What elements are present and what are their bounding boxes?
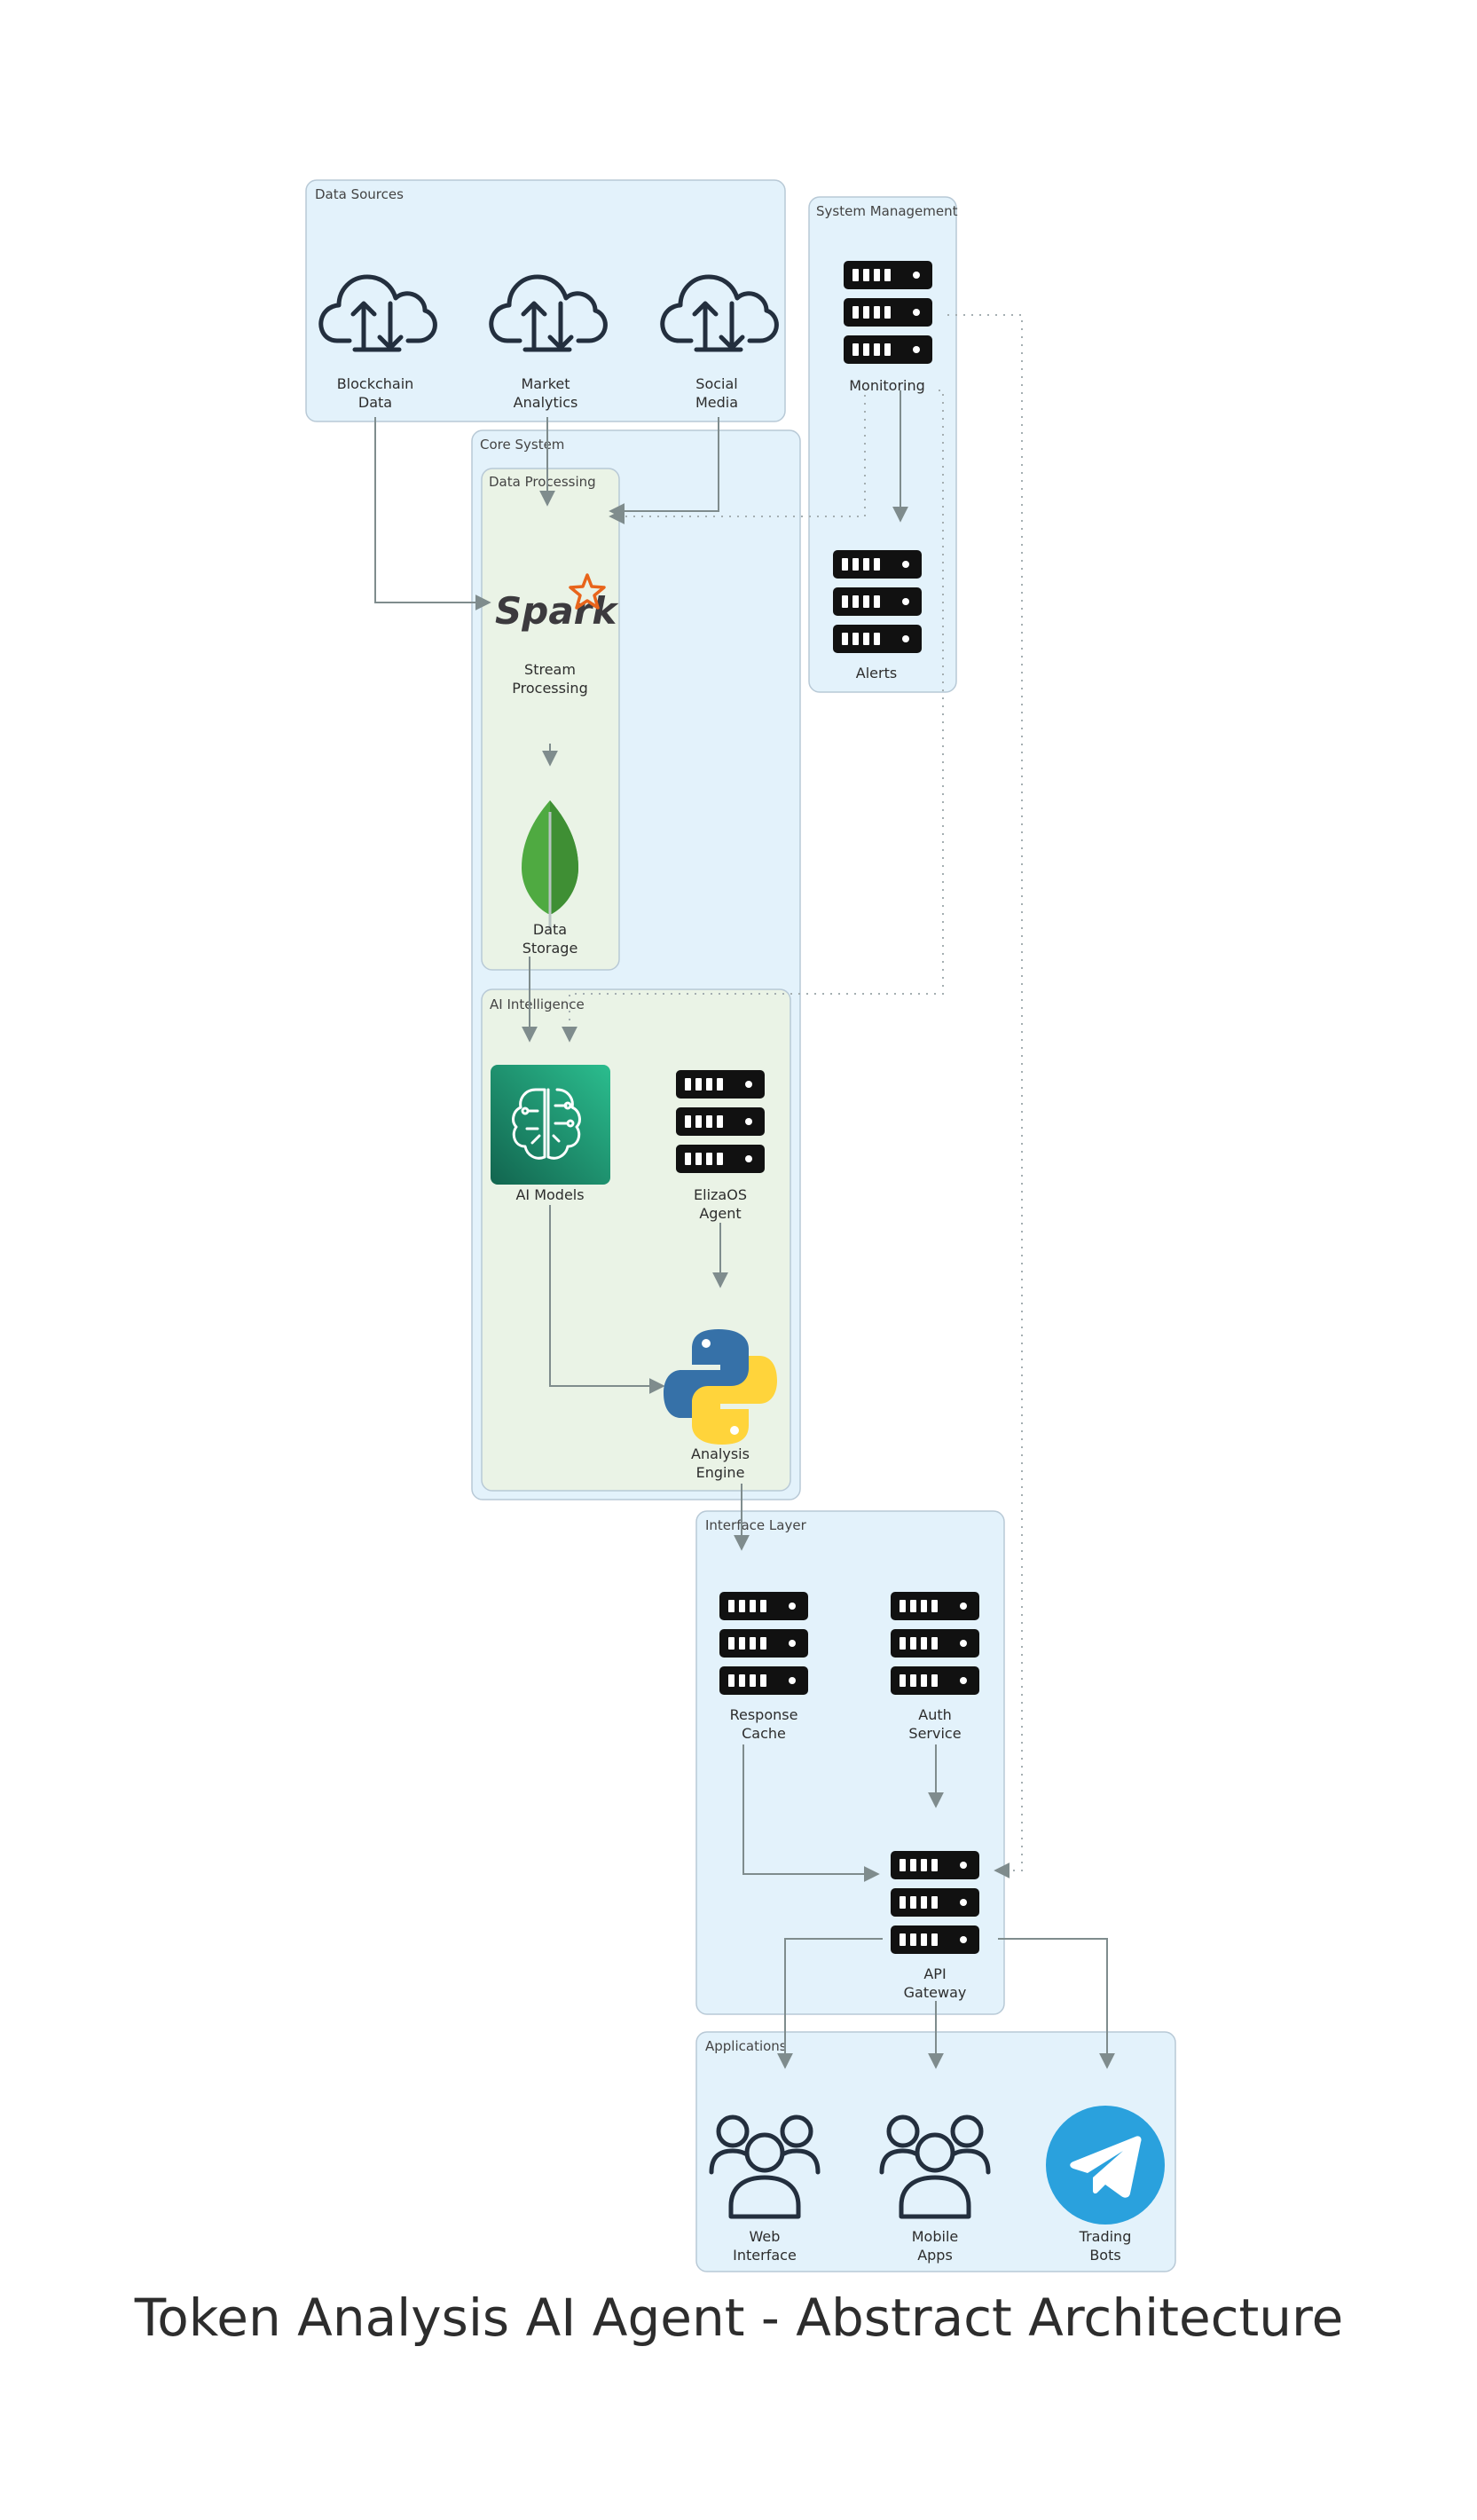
edge-gateway-to-bots [998, 1938, 1115, 2069]
node-trading-bots: Trading Bots [1046, 2106, 1165, 2264]
node-label-line1: Alerts [856, 665, 897, 681]
server-icon [833, 550, 922, 653]
python-icon [664, 1329, 777, 1445]
node-label-line1: Analysis [691, 1445, 750, 1462]
cluster-label-system-management: System Management [816, 203, 958, 219]
server-icon [676, 1070, 765, 1173]
node-alerts: Alerts [833, 550, 922, 681]
node-label-line2: Apps [917, 2247, 953, 2264]
sagemaker-icon [491, 1065, 610, 1185]
node-social-media: Social Media [663, 277, 777, 411]
node-auth-service: Auth Service [891, 1592, 979, 1742]
node-label-line2: Agent [699, 1205, 741, 1222]
mongodb-leaf-icon [522, 800, 578, 930]
cluster-label-applications: Applications [705, 2038, 787, 2054]
server-icon [891, 1592, 979, 1695]
node-label-line1: Data [533, 921, 567, 938]
node-response-cache: Response Cache [719, 1592, 808, 1742]
node-label-line1: AI Models [515, 1186, 584, 1203]
cluster-label-data-sources: Data Sources [315, 186, 404, 202]
edge-monitoring-to-processing [609, 395, 866, 524]
spark-icon: Spark [495, 573, 619, 633]
diagram-title: Token Analysis AI Agent - Abstract Archi… [134, 2288, 1344, 2348]
node-label-line1: Response [730, 1706, 798, 1723]
cluster-label-ai-intelligence: AI Intelligence [490, 996, 585, 1012]
node-label-line2: Analytics [514, 394, 578, 411]
node-label-line1: Market [522, 375, 570, 392]
node-label-line1: ElizaOS [694, 1186, 747, 1203]
spark-logo-text: Spark [495, 589, 619, 633]
node-mobile-apps: Mobile Apps [882, 2117, 988, 2264]
node-analysis-engine: Analysis Engine [664, 1329, 777, 1481]
node-label-line1: Trading [1079, 2228, 1132, 2245]
server-icon [844, 261, 932, 364]
node-label-line1: Auth [918, 1706, 952, 1723]
node-api-gateway: API Gateway [891, 1851, 979, 2001]
cluster-label-data-processing: Data Processing [489, 474, 596, 490]
node-label-line1: Social [695, 375, 737, 392]
edges [374, 314, 1115, 2069]
node-label-line2: Processing [512, 680, 587, 697]
node-label-line2: Bots [1089, 2247, 1120, 2264]
node-ai-models: AI Models [491, 1065, 610, 1203]
node-label-line2: Media [695, 394, 738, 411]
node-label-line2: Storage [522, 940, 578, 957]
node-label-line2: Engine [696, 1464, 745, 1481]
node-web-interface: Web Interface [711, 2117, 818, 2264]
node-label-line1: Stream [524, 661, 576, 678]
node-label-line1: Blockchain [337, 375, 414, 392]
node-label-line2: Cache [742, 1725, 786, 1742]
edge-social-to-processing [609, 417, 719, 519]
node-label-line1: Monitoring [849, 377, 925, 394]
edge-cache-to-gateway [742, 1744, 880, 1882]
node-data-storage: Data Storage [522, 800, 578, 957]
node-label-line1: Mobile [912, 2228, 958, 2245]
node-market-analytics: Market Analytics [491, 277, 606, 411]
node-label-line2: Gateway [904, 1984, 967, 2001]
node-label-line2: Service [908, 1725, 961, 1742]
server-icon [719, 1592, 808, 1695]
node-monitoring: Monitoring [844, 261, 932, 394]
node-stream-processing: Spark Stream Processing [495, 573, 619, 697]
server-icon [891, 1851, 979, 1954]
node-blockchain-data: Blockchain Data [321, 277, 436, 411]
edge-blockchain-to-stream [374, 417, 491, 610]
edge-monitoring-to-ai [562, 390, 944, 1043]
node-label-line1: Web [750, 2228, 781, 2245]
node-label-line2: Data [358, 394, 392, 411]
edge-gateway-to-web [777, 1938, 883, 2069]
node-elizaos-agent: ElizaOS Agent [676, 1070, 765, 1222]
node-label-line2: Interface [733, 2247, 797, 2264]
cluster-label-core-system: Core System [480, 437, 564, 453]
telegram-icon [1046, 2106, 1165, 2225]
cluster-label-interface-layer: Interface Layer [705, 1517, 807, 1533]
edge-ai-models-to-analysis [549, 1205, 665, 1394]
node-label-line1: API [923, 1965, 946, 1982]
cluster-data-sources: Data Sources [305, 179, 786, 422]
cluster-data-processing: Data Processing [481, 468, 620, 971]
